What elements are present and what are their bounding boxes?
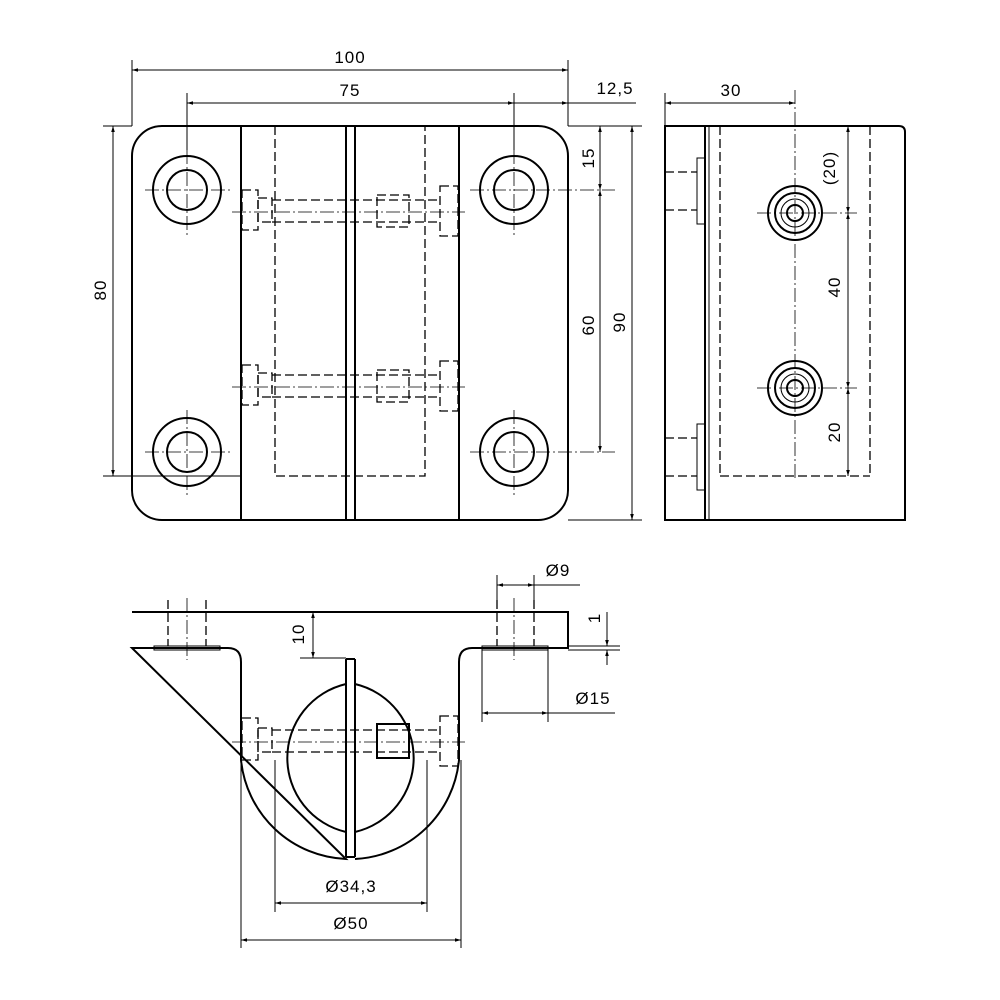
dim-20: 20 [825,422,844,443]
bottom-view [129,598,569,861]
dim-60: 60 [579,315,598,336]
dim-12-5: 12,5 [596,79,633,98]
dim-1: 1 [585,613,604,623]
hidden-screws [232,185,465,412]
front-view [131,125,615,521]
dim-40: 40 [825,277,844,298]
front-outline [131,125,569,521]
side-view [664,90,906,521]
dim-dia-50: Ø50 [333,914,368,933]
dim-90: 90 [610,312,629,333]
screw-head-bottom [757,360,857,416]
dim-100: 100 [334,48,365,67]
dim-dia-9: Ø9 [546,561,571,580]
dim-75: 75 [340,81,361,100]
dimension-lines [103,60,850,948]
dim-dia-34-3: Ø34,3 [325,877,376,896]
dim-10: 10 [289,624,308,645]
mounting-holes [145,150,615,495]
screw-head-top [757,185,857,241]
dim-30: 30 [721,81,742,100]
dimension-labels: 100 75 12,5 30 80 15 60 90 (20) 40 20 Ø9… [91,48,844,933]
dim-80: 80 [91,280,110,301]
dim-15: 15 [579,148,598,169]
dim-20-ref: (20) [820,151,839,185]
dim-dia-15: Ø15 [575,689,610,708]
